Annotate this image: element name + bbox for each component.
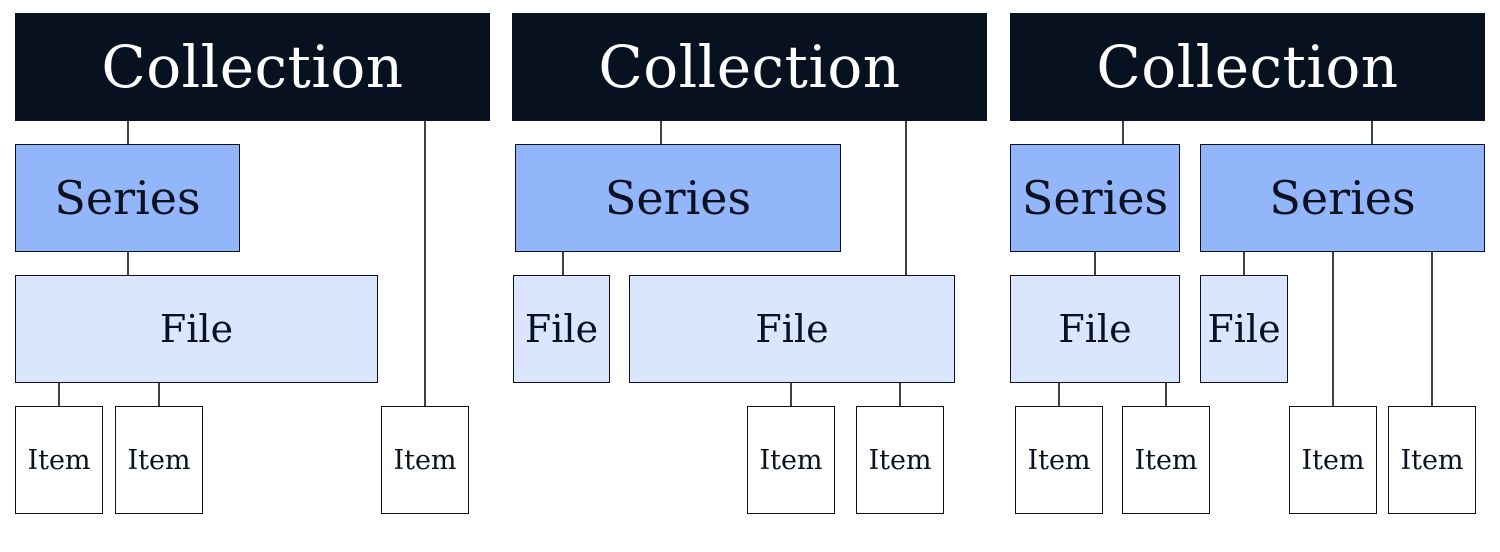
item-box-3-1: Item [1015,406,1103,514]
file-box-3-1: File [1010,275,1180,383]
file-box-2-1: File [513,275,610,383]
item-box-3-4: Item [1388,406,1476,514]
collection-box-1: Collection [15,13,490,121]
item-box-3-3: Item [1289,406,1377,514]
item-box-1-1: Item [15,406,103,514]
series-box-2: Series [515,144,841,252]
series-box-1: Series [15,144,240,252]
collection-box-2: Collection [512,13,987,121]
item-box-1-2: Item [115,406,203,514]
file-box-3-2: File [1200,275,1288,383]
item-box-2-1: Item [747,406,835,514]
item-box-2-2: Item [856,406,944,514]
item-box-3-2: Item [1122,406,1210,514]
series-box-3-1: Series [1010,144,1180,252]
item-box-1-3: Item [381,406,469,514]
series-box-3-2: Series [1200,144,1485,252]
collection-box-3: Collection [1010,13,1485,121]
file-box-2-2: File [629,275,955,383]
file-box-1: File [15,275,378,383]
